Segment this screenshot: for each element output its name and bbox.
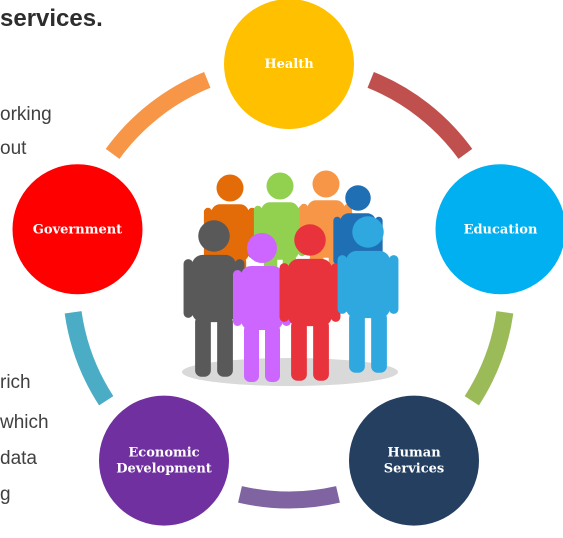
node-circle — [345, 391, 483, 530]
node-health: Health — [220, 0, 358, 133]
connector-arc — [367, 72, 473, 159]
node-circle — [95, 391, 233, 530]
node-circle — [220, 0, 358, 133]
heading-fragment: services. — [0, 5, 103, 32]
connector-arc — [238, 486, 340, 509]
person-figure — [183, 220, 245, 377]
node-label: Services — [384, 462, 445, 477]
connector-arc — [105, 72, 211, 159]
node-label: Economic — [128, 446, 199, 461]
connector-arc — [64, 310, 114, 406]
body-text-fragment-2: out — [0, 138, 27, 159]
node-government: Government — [8, 160, 147, 299]
connector-arc — [464, 310, 514, 406]
node-label: Health — [264, 57, 314, 72]
node-circle — [431, 160, 563, 299]
person-figure — [279, 224, 341, 381]
node-label: Government — [33, 222, 122, 237]
body-text-fragment-4: which — [0, 412, 49, 433]
node-label: Education — [464, 222, 538, 237]
person-figure — [337, 216, 399, 373]
node-education: Education — [431, 160, 563, 299]
node-label: Human — [387, 446, 441, 461]
body-text-fragment-1: orking — [0, 104, 52, 125]
body-text-fragment-3: rich — [0, 372, 31, 393]
node-label: Development — [116, 462, 212, 477]
body-text-fragment-6: g — [0, 484, 11, 505]
body-text-fragment-5: data — [0, 448, 37, 469]
people-shadow — [182, 358, 398, 386]
node-circle — [8, 160, 147, 299]
